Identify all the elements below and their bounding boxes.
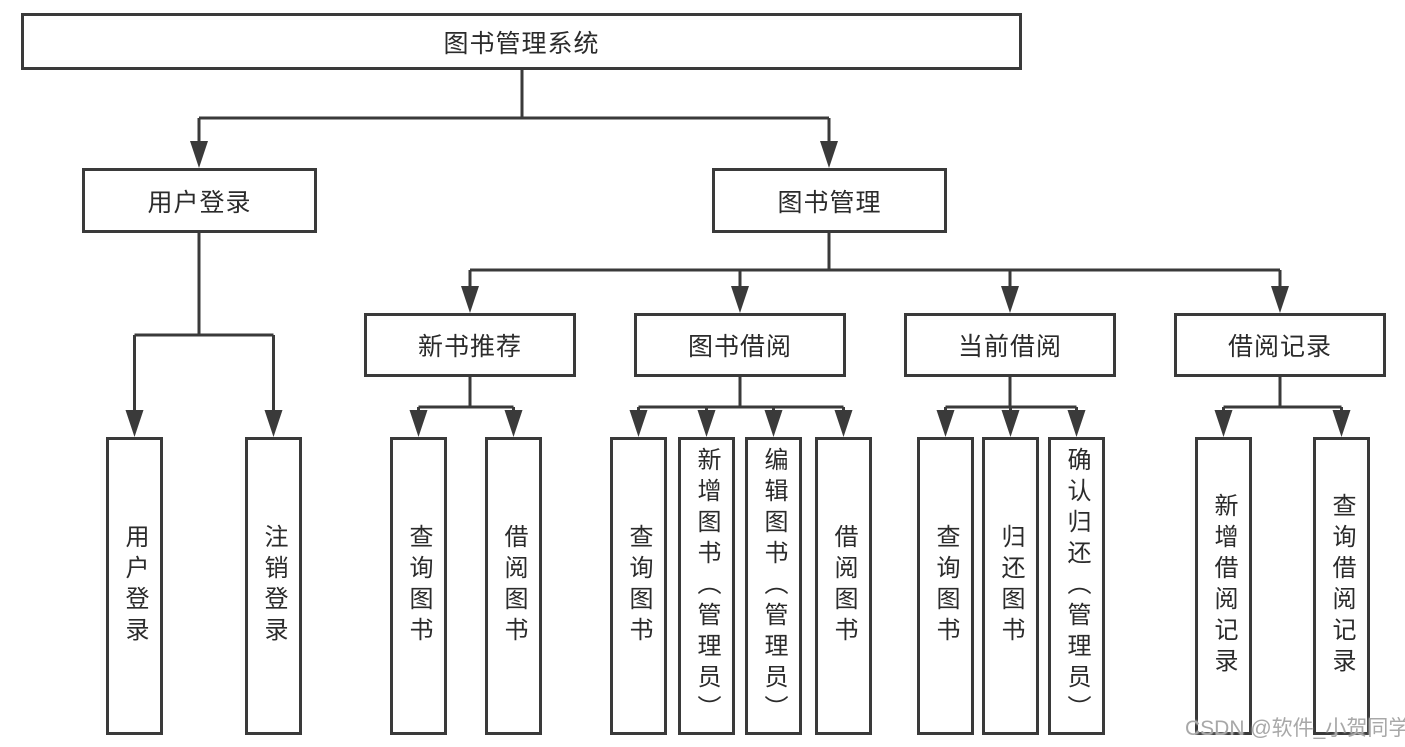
leaf-label: 借阅图书: [830, 524, 857, 648]
leaf-label: 归还图书: [997, 524, 1024, 648]
leaf-label: 用户登录: [121, 524, 148, 648]
leaf-label: 查询图书: [932, 524, 959, 648]
leaf-label: 新增借阅记录: [1210, 493, 1237, 679]
leaf-label: 新增图书（管理员）: [693, 446, 720, 726]
leaf-logout-login: 注销登录: [245, 437, 302, 735]
leaf-label: 注销登录: [260, 524, 287, 648]
leaf-label: 查询图书: [625, 524, 652, 648]
leaf-user-login: 用户登录: [106, 437, 163, 735]
csdn-watermark: CSDN @软件_小贺同学: [1185, 717, 1405, 740]
leaf-borrow-query-books: 查询图书: [610, 437, 667, 735]
node-book-management: 图书管理: [712, 168, 947, 233]
node-new-book-recommend: 新书推荐: [364, 313, 576, 377]
leaf-label: 编辑图书（管理员）: [760, 446, 787, 726]
node-root-system: 图书管理系统: [21, 13, 1022, 70]
leaf-confirm-return-admin: 确认归还（管理员）: [1048, 437, 1105, 735]
leaf-recommend-query-books: 查询图书: [390, 437, 447, 735]
leaf-borrow-books: 借阅图书: [815, 437, 872, 735]
node-current-borrow: 当前借阅: [904, 313, 1116, 377]
node-book-borrow: 图书借阅: [634, 313, 846, 377]
leaf-add-books-admin: 新增图书（管理员）: [678, 437, 735, 735]
leaf-query-borrow-record: 查询借阅记录: [1313, 437, 1370, 735]
leaf-recommend-borrow-books: 借阅图书: [485, 437, 542, 735]
leaf-return-books: 归还图书: [982, 437, 1039, 735]
leaf-current-query-books: 查询图书: [917, 437, 974, 735]
leaf-label: 借阅图书: [500, 524, 527, 648]
leaf-label: 查询图书: [405, 524, 432, 648]
leaf-label: 确认归还（管理员）: [1063, 446, 1090, 726]
node-borrow-records: 借阅记录: [1174, 313, 1386, 377]
leaf-add-borrow-record: 新增借阅记录: [1195, 437, 1252, 735]
leaf-label: 查询借阅记录: [1328, 493, 1355, 679]
node-user-login: 用户登录: [82, 168, 317, 233]
leaf-edit-books-admin: 编辑图书（管理员）: [745, 437, 802, 735]
arrowheads: [125, 141, 1351, 437]
